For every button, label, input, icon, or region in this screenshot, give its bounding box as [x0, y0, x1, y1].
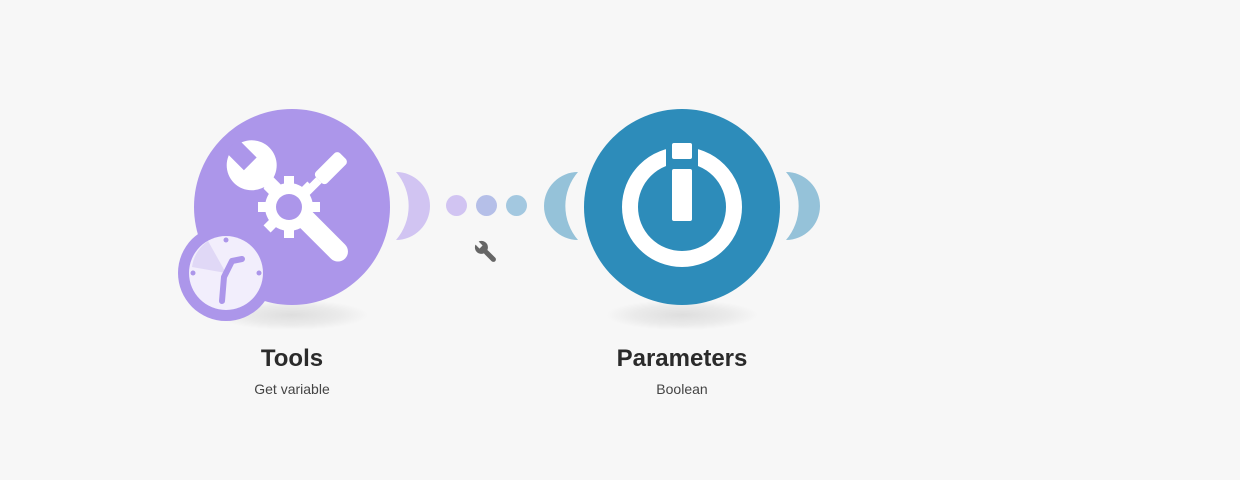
- parameters-input-port[interactable]: [544, 172, 580, 240]
- connector-dot-1[interactable]: [446, 195, 467, 216]
- tools-module[interactable]: [194, 109, 390, 305]
- tools-icon: [225, 139, 348, 262]
- connector-dot-2[interactable]: [476, 195, 497, 216]
- clock-icon: [189, 236, 263, 310]
- parameters-output-port[interactable]: [784, 172, 820, 240]
- parameters-module-subtitle: Boolean: [656, 381, 708, 397]
- parameters-module-title: Parameters: [616, 345, 748, 372]
- parameters-module-shadow: [607, 300, 757, 330]
- parameters-power-icon: [622, 137, 742, 267]
- tools-module-title: Tools: [260, 345, 324, 372]
- wrench-icon[interactable]: [472, 238, 500, 266]
- connector-dot-3[interactable]: [506, 195, 527, 216]
- tools-output-port[interactable]: [394, 172, 430, 240]
- tools-trigger-badge[interactable]: [178, 225, 274, 321]
- tools-module-subtitle: Get variable: [254, 381, 330, 397]
- parameters-module[interactable]: [584, 109, 780, 305]
